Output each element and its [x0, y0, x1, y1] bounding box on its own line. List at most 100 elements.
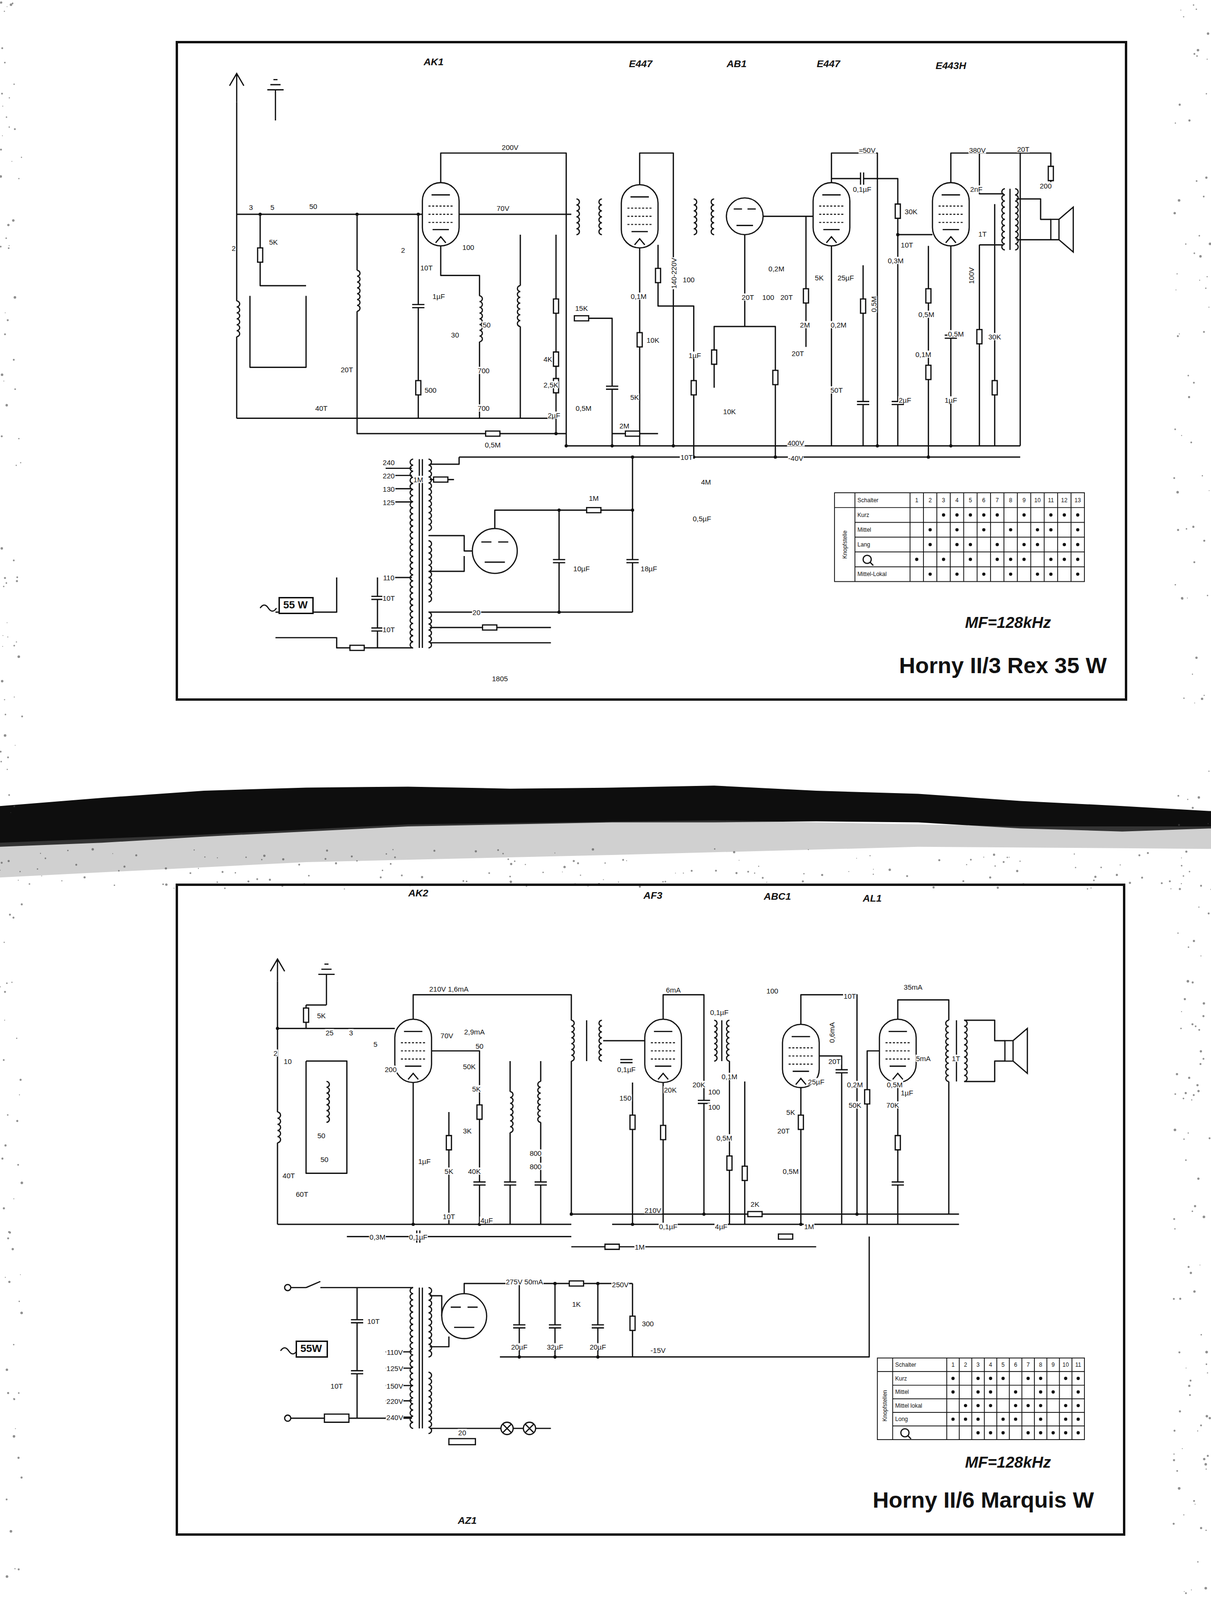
component-value: 150V	[386, 1381, 404, 1390]
component-value: 800	[529, 1149, 543, 1157]
component-value: 5K	[444, 1167, 454, 1175]
component-value: 5	[373, 1040, 378, 1048]
schematic-title: Horny II/6 Marquis W	[872, 1487, 1094, 1513]
component-value: 240	[382, 458, 396, 466]
component-value: 1µF	[687, 351, 702, 359]
component-value: 400V	[786, 439, 805, 447]
component-value: 0,5M	[947, 329, 965, 338]
component-value: 3	[348, 1028, 354, 1036]
voltage-label: 0,6mA	[827, 1021, 835, 1043]
switch-table-grid	[834, 492, 1085, 1440]
component-value: -15V	[650, 1346, 667, 1354]
table-cell: 9	[1051, 1361, 1056, 1368]
component-value: 20T	[779, 293, 794, 301]
voltage-label: 140-220V	[669, 257, 677, 290]
tube-name: AL1	[862, 893, 883, 904]
component-value: 30K	[904, 207, 919, 215]
table-cell: 2	[928, 497, 933, 504]
table-cell: 5	[968, 497, 973, 504]
component-value: 0,1µF	[709, 1008, 730, 1016]
component-value: 0,5M	[782, 1167, 799, 1175]
component-value: -40V	[787, 454, 805, 462]
component-value: 40T	[282, 1171, 296, 1180]
component-value: 20K	[692, 1081, 706, 1089]
component-value: 5K	[629, 393, 640, 401]
power-rating-box: 55 W	[278, 596, 314, 615]
component-value: 20	[457, 1429, 467, 1437]
table-cell: Schalter	[894, 1361, 917, 1368]
component-value: 20	[472, 608, 482, 616]
power-rating-box: 55W	[295, 1340, 328, 1358]
component-value: 10K	[645, 336, 660, 344]
tube-name: E447	[816, 58, 841, 69]
component-value: 100	[682, 276, 695, 284]
component-value: 0,2M	[767, 264, 785, 272]
component-value: 20T	[791, 349, 805, 357]
component-value: 5K	[814, 274, 824, 282]
component-value: 220V	[386, 1397, 404, 1405]
component-value: 25	[325, 1028, 335, 1036]
component-value: 700	[476, 404, 490, 412]
component-value: 100	[707, 1103, 721, 1111]
component-value: 0,1µF	[658, 1222, 678, 1231]
component-value: 50	[482, 320, 492, 328]
component-value: 50T	[829, 386, 844, 394]
table-cell: 6	[1013, 1361, 1018, 1368]
power-rating: 55 W	[283, 599, 309, 611]
component-value: 700	[476, 367, 490, 375]
table-cell: Mittel	[856, 526, 872, 533]
component-value: 25µF	[836, 274, 855, 282]
component-value: 1M	[803, 1222, 815, 1231]
table-cell: 3	[941, 497, 946, 504]
frequency-note: MF=128kHz	[964, 1454, 1052, 1470]
component-value: 100	[461, 243, 475, 251]
component-value: 10T	[366, 1317, 380, 1325]
component-value: 10T	[843, 992, 857, 1000]
component-value: 10µF	[572, 564, 591, 572]
component-value: 200V	[501, 143, 519, 151]
component-value: 50	[308, 202, 318, 210]
component-value: 10T	[442, 1212, 456, 1220]
component-value: 10T	[329, 1381, 344, 1390]
table-cell: Schalter	[856, 497, 879, 504]
component-value: 15K	[574, 304, 589, 312]
component-value: 2nF	[969, 185, 983, 193]
component-value: 1M	[588, 494, 600, 502]
component-value: 40T	[314, 404, 328, 412]
component-value: 20T	[827, 1057, 842, 1065]
table-cell: Kurz	[856, 512, 870, 518]
component-symbol	[257, 166, 1073, 1445]
component-value: 20T	[741, 293, 755, 301]
table-heading: Knopfstellen	[882, 1389, 888, 1422]
component-value: 2µF	[898, 396, 912, 404]
component-value: 18µF	[640, 564, 658, 572]
component-value: 1M	[634, 1243, 646, 1251]
component-value: 20T	[776, 1126, 791, 1134]
component-symbol	[229, 73, 1019, 1439]
component-value: 240V	[386, 1413, 404, 1421]
component-value: 20T	[340, 365, 354, 373]
frequency-note: MF=128kHz	[964, 614, 1052, 631]
table-cell: Mittel lokal	[894, 1402, 924, 1409]
tube-name: E443H	[934, 60, 967, 71]
component-value: 110	[382, 574, 396, 582]
component-value: 10T	[900, 241, 914, 249]
component-value: 100	[707, 1088, 721, 1096]
component-value: 0,5M	[917, 310, 935, 318]
component-value: 4µF	[479, 1216, 494, 1224]
table-cell: 7	[995, 497, 1000, 504]
component-value: 20µF	[510, 1343, 529, 1351]
power-rating: 55W	[300, 1342, 324, 1355]
component-value: 5K	[316, 1011, 327, 1019]
component-value: 3	[248, 203, 254, 211]
component-value: 110V	[386, 1348, 404, 1356]
symbol-mask	[235, 172, 1017, 1434]
component-value: 1M	[412, 476, 424, 484]
component-value: 210V 1,6mA	[428, 984, 470, 993]
tube-grid	[400, 206, 963, 1064]
component-value: 300	[641, 1319, 655, 1327]
component-value: 70K	[885, 1101, 900, 1109]
component-value: 1T	[977, 229, 988, 238]
component-value: 250V	[611, 1280, 630, 1289]
schematic-frame: Horny II/3 Rex 35 W55 W	[175, 40, 1128, 701]
